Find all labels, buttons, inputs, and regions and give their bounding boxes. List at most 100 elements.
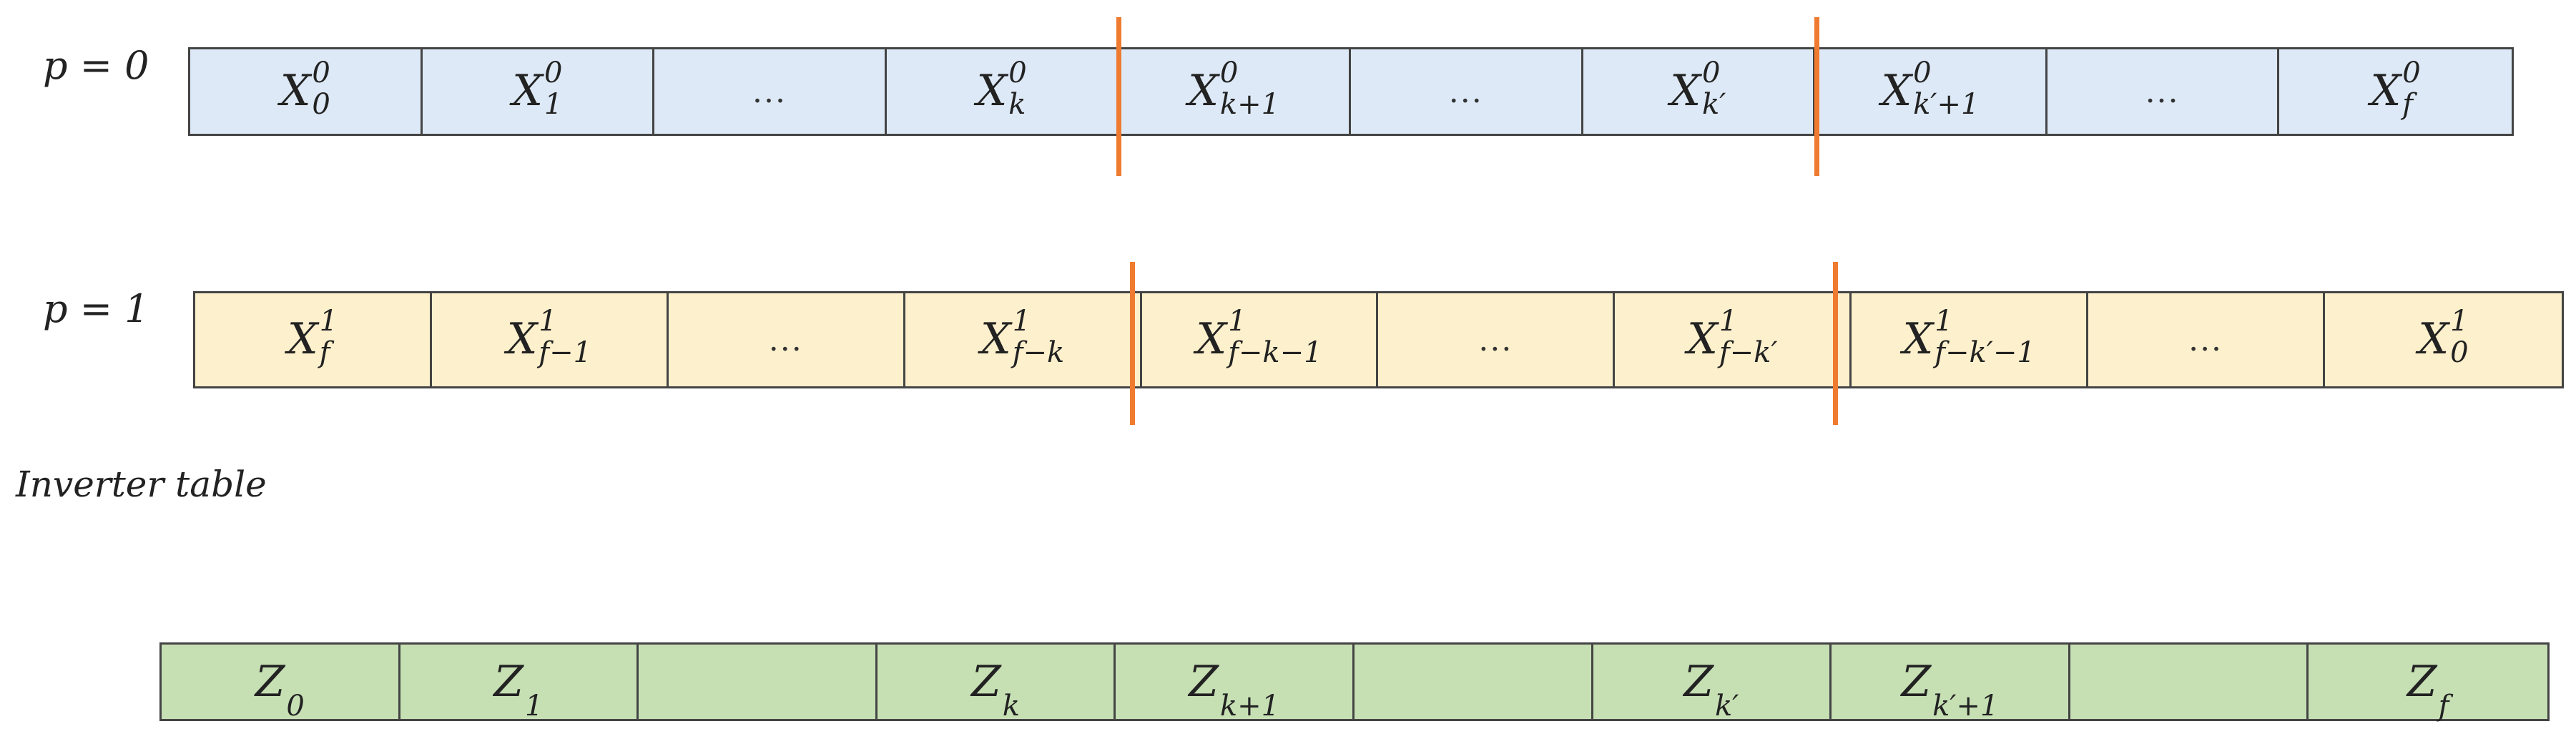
- row-label-p0: p = 0: [43, 43, 149, 88]
- cell-subscript: 0: [286, 690, 305, 723]
- row-label-p1: p = 1: [43, 286, 149, 331]
- cell-superscript: 1: [319, 305, 338, 338]
- cell-superscript: 1: [1935, 305, 1953, 338]
- cell-variable: Z: [493, 657, 524, 707]
- cell-subscript: k′+1: [1932, 690, 1999, 723]
- cell-subscript: k: [1008, 88, 1026, 121]
- cell-subscript: k′+1: [1913, 88, 1980, 121]
- cell-p1-5: ...: [1378, 293, 1616, 386]
- cell-subscript: f−k: [1012, 336, 1065, 369]
- cell-superscript: 1: [1012, 305, 1031, 338]
- cell-variable: Z: [2407, 657, 2437, 707]
- cell-variable: X: [1196, 314, 1227, 364]
- cell-variable: X: [506, 314, 538, 364]
- cell-subscript: 0: [312, 88, 330, 121]
- cell-subscript: f: [319, 336, 330, 369]
- cell-subscript: f−k−1: [1228, 336, 1322, 369]
- cell-variable: Z: [971, 657, 1001, 707]
- cell-subscript: k′: [1715, 690, 1739, 723]
- cell-subscript: 0: [2450, 336, 2469, 369]
- cell-z-2: [639, 645, 877, 719]
- cell-subscript: f−k′: [1719, 336, 1778, 369]
- cell-subscript: f: [2402, 88, 2414, 121]
- cell-z-8: [2070, 645, 2309, 719]
- cell-variable: X: [280, 66, 311, 116]
- cell-z-5: [1355, 645, 1593, 719]
- cell-subscript: 1: [544, 88, 563, 121]
- cell-variable: X: [1881, 66, 1912, 116]
- cell-superscript: 0: [544, 57, 563, 89]
- cell-variable: Z: [255, 657, 285, 707]
- cell-subscript: k+1: [1219, 690, 1280, 723]
- cell-p1-2: ...: [669, 293, 905, 386]
- divider-row0-after-k: [1116, 17, 1121, 176]
- cell-superscript: 1: [539, 305, 557, 338]
- cell-ellipsis: ...: [1478, 321, 1513, 358]
- cell-ellipsis: ...: [752, 73, 787, 110]
- cell-superscript: 1: [1719, 305, 1738, 338]
- cell-p0-5: ...: [1351, 49, 1583, 134]
- cell-superscript: 0: [1219, 57, 1239, 89]
- cell-variable: X: [1670, 66, 1701, 116]
- cell-subscript: f: [2438, 690, 2449, 723]
- cell-superscript: 0: [1913, 57, 1932, 89]
- cell-p1-8: ...: [2088, 293, 2326, 386]
- cell-variable: X: [2370, 66, 2402, 116]
- cell-p0-2: ...: [654, 49, 887, 134]
- cell-variable: X: [980, 314, 1011, 364]
- cell-variable: X: [1902, 314, 1934, 364]
- cell-variable: X: [1687, 314, 1718, 364]
- cell-subscript: f−k′−1: [1935, 336, 2035, 369]
- cell-subscript: k+1: [1219, 88, 1280, 121]
- cell-ellipsis: ...: [1448, 73, 1483, 110]
- cell-variable: X: [1188, 66, 1219, 116]
- cell-superscript: 0: [312, 57, 330, 89]
- divider-row0-after-kprime: [1814, 17, 1819, 176]
- cell-subscript: k: [1002, 690, 1021, 723]
- cell-variable: X: [512, 66, 544, 116]
- cell-superscript: 0: [1008, 57, 1027, 89]
- cell-variable: Z: [1189, 657, 1219, 707]
- cell-subscript: k′: [1702, 88, 1726, 121]
- divider-row1-after-kprime: [1833, 262, 1838, 425]
- divider-row1-after-k: [1130, 262, 1135, 425]
- cell-subscript: f−1: [539, 336, 592, 369]
- cell-ellipsis: ...: [768, 321, 803, 358]
- cell-ellipsis: ...: [2145, 73, 2180, 110]
- cell-p0-8: ...: [2047, 49, 2280, 134]
- cell-subscript: 1: [525, 690, 544, 723]
- cell-variable: X: [2418, 314, 2449, 364]
- cell-superscript: 1: [2450, 305, 2469, 338]
- cell-superscript: 0: [1702, 57, 1721, 89]
- cell-variable: Z: [1901, 657, 1932, 707]
- cell-superscript: 0: [2402, 57, 2421, 89]
- cell-variable: X: [287, 314, 318, 364]
- cell-ellipsis: ...: [2188, 321, 2223, 358]
- cell-variable: Z: [1683, 657, 1714, 707]
- cell-variable: X: [976, 66, 1008, 116]
